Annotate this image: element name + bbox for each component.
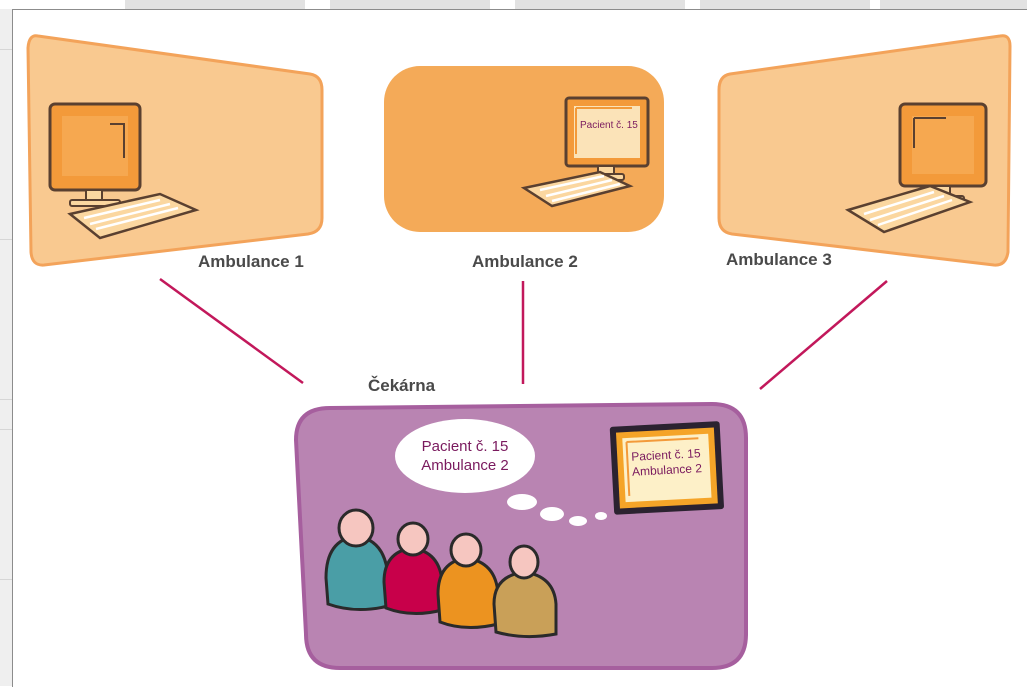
waiting-room-label: Čekárna	[368, 376, 436, 395]
ambulance-2-room: Pacient č. 15	[384, 66, 664, 232]
connector-ambulance-3	[759, 280, 888, 390]
display-line-1: Pacient č. 15	[631, 446, 701, 464]
person-orange	[436, 532, 500, 629]
thought-bubble: Pacient č. 15 Ambulance 2	[395, 419, 607, 526]
bubble-line-2: Ambulance 2	[421, 457, 509, 474]
bubble-line-1: Pacient č. 15	[422, 438, 509, 455]
waiting-people	[324, 508, 558, 639]
connector-lines	[159, 277, 888, 390]
computer-icon	[844, 102, 988, 234]
top-tab-strip	[0, 0, 1027, 9]
person-red	[382, 521, 444, 615]
left-gutter	[0, 9, 12, 686]
waiting-display: Pacient č. 15 Ambulance 2	[609, 421, 724, 515]
ambulance-3-label: Ambulance 3	[726, 250, 832, 269]
ambulance-3-room	[717, 34, 1012, 267]
display-line-2: Ambulance 2	[632, 461, 703, 479]
ambulance-2-label: Ambulance 2	[472, 252, 578, 271]
person-teal	[324, 508, 390, 611]
ambulance-1-room	[26, 34, 324, 267]
waiting-room: Pacient č. 15 Ambulance 2 Pacient č. 15 …	[293, 401, 748, 670]
computer-icon	[48, 102, 200, 240]
ambulance-2-screen-text: Pacient č. 15	[580, 120, 638, 131]
ambulance-1-label: Ambulance 1	[198, 252, 304, 271]
person-tan	[492, 544, 558, 639]
connector-ambulance-1	[159, 277, 304, 385]
computer-icon	[520, 96, 650, 208]
